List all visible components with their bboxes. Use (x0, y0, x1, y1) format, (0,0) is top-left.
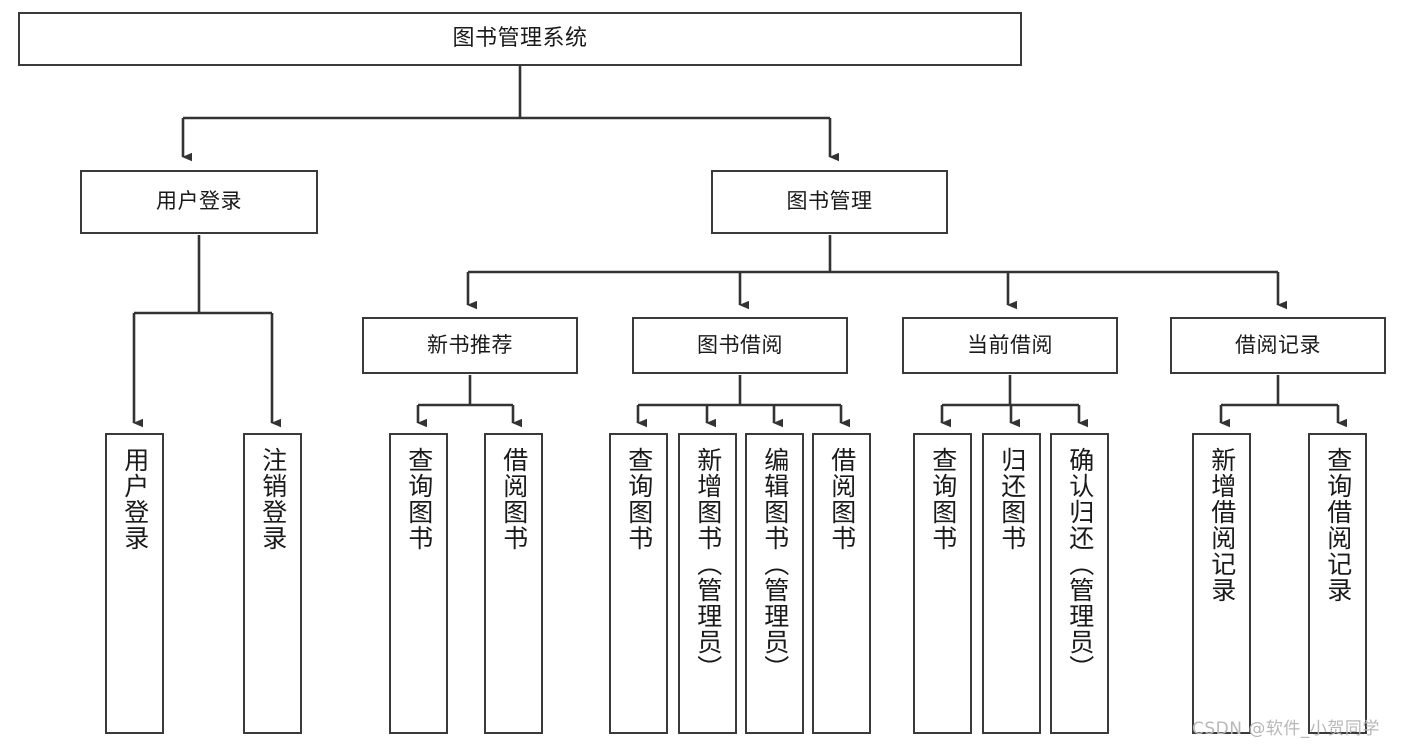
leaf-current-borrow-return-book[interactable]: 归还图书 (982, 433, 1041, 734)
leaf-label: 编辑图书（管理员） (760, 447, 790, 681)
node-borrow-record[interactable]: 借阅记录 (1170, 317, 1386, 374)
node-current-borrow-label: 当前借阅 (967, 332, 1053, 357)
leaf-label: 查询图书 (404, 447, 434, 551)
leaf-new-book-borrow-book[interactable]: 借阅图书 (484, 433, 543, 734)
node-book-borrow[interactable]: 图书借阅 (632, 317, 848, 374)
node-book-management[interactable]: 图书管理 (711, 170, 948, 234)
node-user-login-label: 用户登录 (156, 189, 242, 214)
csdn-watermark: CSDN @软件_小贺同学 (1192, 719, 1380, 739)
node-new-book-recommend-label: 新书推荐 (427, 332, 513, 357)
leaf-label: 新增图书（管理员） (693, 447, 723, 681)
leaf-book-borrow-borrow-book[interactable]: 借阅图书 (812, 433, 871, 734)
leaf-label: 查询图书 (624, 447, 654, 551)
node-root-book-management-system[interactable]: 图书管理系统 (18, 12, 1022, 66)
leaf-book-borrow-query-book[interactable]: 查询图书 (609, 433, 668, 734)
node-root-label: 图书管理系统 (452, 25, 588, 51)
leaf-label: 确认归还（管理员） (1065, 447, 1095, 681)
node-book-borrow-label: 图书借阅 (697, 332, 783, 357)
node-borrow-record-label: 借阅记录 (1235, 332, 1321, 357)
node-new-book-recommend[interactable]: 新书推荐 (362, 317, 578, 374)
leaf-current-borrow-query-book[interactable]: 查询图书 (913, 433, 972, 734)
leaf-user-login-login[interactable]: 用户登录 (105, 433, 164, 734)
leaf-user-login-logout[interactable]: 注销登录 (243, 433, 302, 734)
node-user-login[interactable]: 用户登录 (80, 170, 318, 234)
leaf-label: 借阅图书 (499, 447, 529, 551)
leaf-label: 注销登录 (258, 447, 288, 551)
leaf-borrow-record-query-record[interactable]: 查询借阅记录 (1308, 433, 1367, 734)
leaf-label: 查询图书 (928, 447, 958, 551)
node-current-borrow[interactable]: 当前借阅 (902, 317, 1118, 374)
leaf-current-borrow-confirm-return-admin[interactable]: 确认归还（管理员） (1050, 433, 1109, 734)
leaf-book-borrow-edit-book-admin[interactable]: 编辑图书（管理员） (745, 433, 804, 734)
node-book-management-label: 图书管理 (786, 189, 873, 214)
leaf-borrow-record-add-record[interactable]: 新增借阅记录 (1192, 433, 1251, 734)
leaf-label: 新增借阅记录 (1207, 447, 1237, 603)
leaf-new-book-query-book[interactable]: 查询图书 (389, 433, 448, 734)
leaf-book-borrow-add-book-admin[interactable]: 新增图书（管理员） (678, 433, 737, 734)
leaf-label: 用户登录 (120, 447, 150, 551)
leaf-label: 查询借阅记录 (1323, 447, 1353, 603)
leaf-label: 归还图书 (997, 447, 1027, 551)
leaf-label: 借阅图书 (827, 447, 857, 551)
